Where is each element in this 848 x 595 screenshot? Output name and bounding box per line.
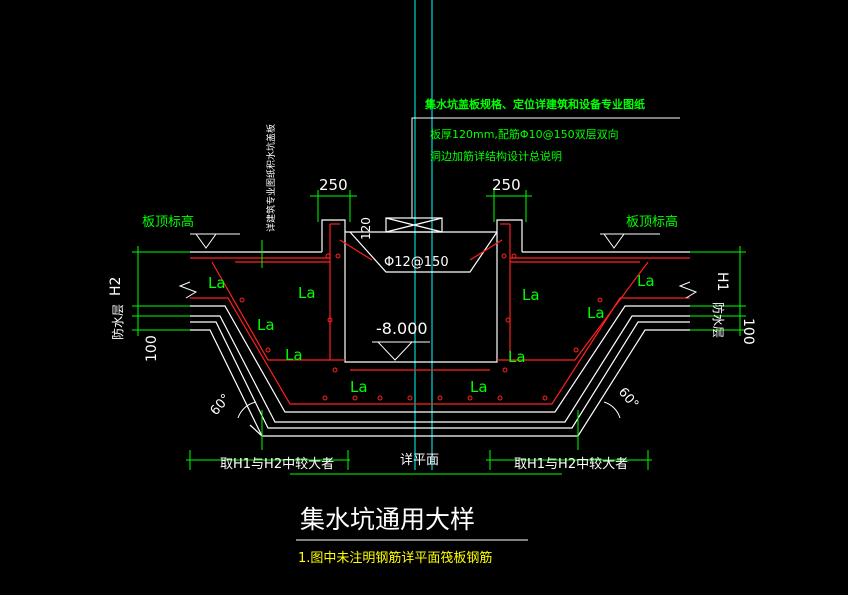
note-slab-1: 板厚120mm,配筋Φ10@150双层双向 — [430, 127, 619, 141]
anchor-la-8: La — [522, 286, 540, 304]
note-leader — [411, 117, 680, 218]
anchor-la-10: La — [637, 272, 655, 290]
note-slab-2: 洞边加筋详结构设计总说明 — [430, 149, 562, 163]
anchor-la-4: La — [285, 346, 303, 364]
label-waterproof-right: 防水层 — [711, 302, 726, 338]
angle-right: 60° — [615, 385, 641, 412]
bottom-mid-text: 详平面 — [400, 453, 439, 468]
label-100-left: 100 — [144, 335, 160, 362]
bottom-left-text: 取H1与H2中较大者 — [220, 457, 334, 472]
label-slab-top-left: 板顶标高 — [142, 214, 194, 230]
angle-arcs — [237, 401, 621, 419]
annotations: 集水坑盖板规格、定位详建筑和设备专业图纸 板厚120mm,配筋Φ10@150双层… — [108, 97, 756, 566]
label-H2: H2 — [108, 277, 124, 296]
dim-250-left: 250 — [319, 176, 348, 194]
dim-250-right: 250 — [492, 176, 521, 194]
note-cover: 集水坑盖板规格、定位详建筑和设备专业图纸 — [424, 97, 645, 111]
vertical-note: 详建筑专业图纸积水坑盖板 — [265, 124, 277, 232]
anchor-la-1: La — [208, 274, 226, 292]
footnote: 1.图中未注明钢筋详平面筏板钢筋 — [298, 550, 492, 566]
label-waterproof-left: 防水层 — [110, 304, 125, 340]
anchor-la-3: La — [257, 316, 275, 334]
label-H1: H1 — [714, 272, 730, 291]
angle-left: 60° — [208, 391, 234, 418]
rebar-dots — [239, 253, 603, 401]
bottom-right-text: 取H1与H2中较大者 — [514, 457, 628, 472]
label-slab-top-right: 板顶标高 — [626, 214, 678, 230]
elevation-label: -8.000 — [376, 319, 428, 338]
anchor-la-7: La — [508, 348, 526, 366]
anchor-la-9: La — [587, 304, 605, 322]
rebar-label: Φ12@150 — [384, 255, 449, 270]
rebar-lines — [190, 223, 690, 405]
label-100-right: 100 — [740, 318, 756, 345]
anchor-la-6: La — [470, 378, 488, 396]
anchor-la-5: La — [350, 378, 368, 396]
dimension-lines — [132, 190, 746, 475]
drawing-title: 集水坑通用大样 — [300, 505, 475, 534]
center-axis — [414, 0, 433, 470]
elevation-markers — [190, 233, 660, 361]
anchor-la-2: La — [298, 284, 316, 302]
break-lines — [178, 281, 698, 299]
dim-120: 120 — [359, 217, 373, 240]
